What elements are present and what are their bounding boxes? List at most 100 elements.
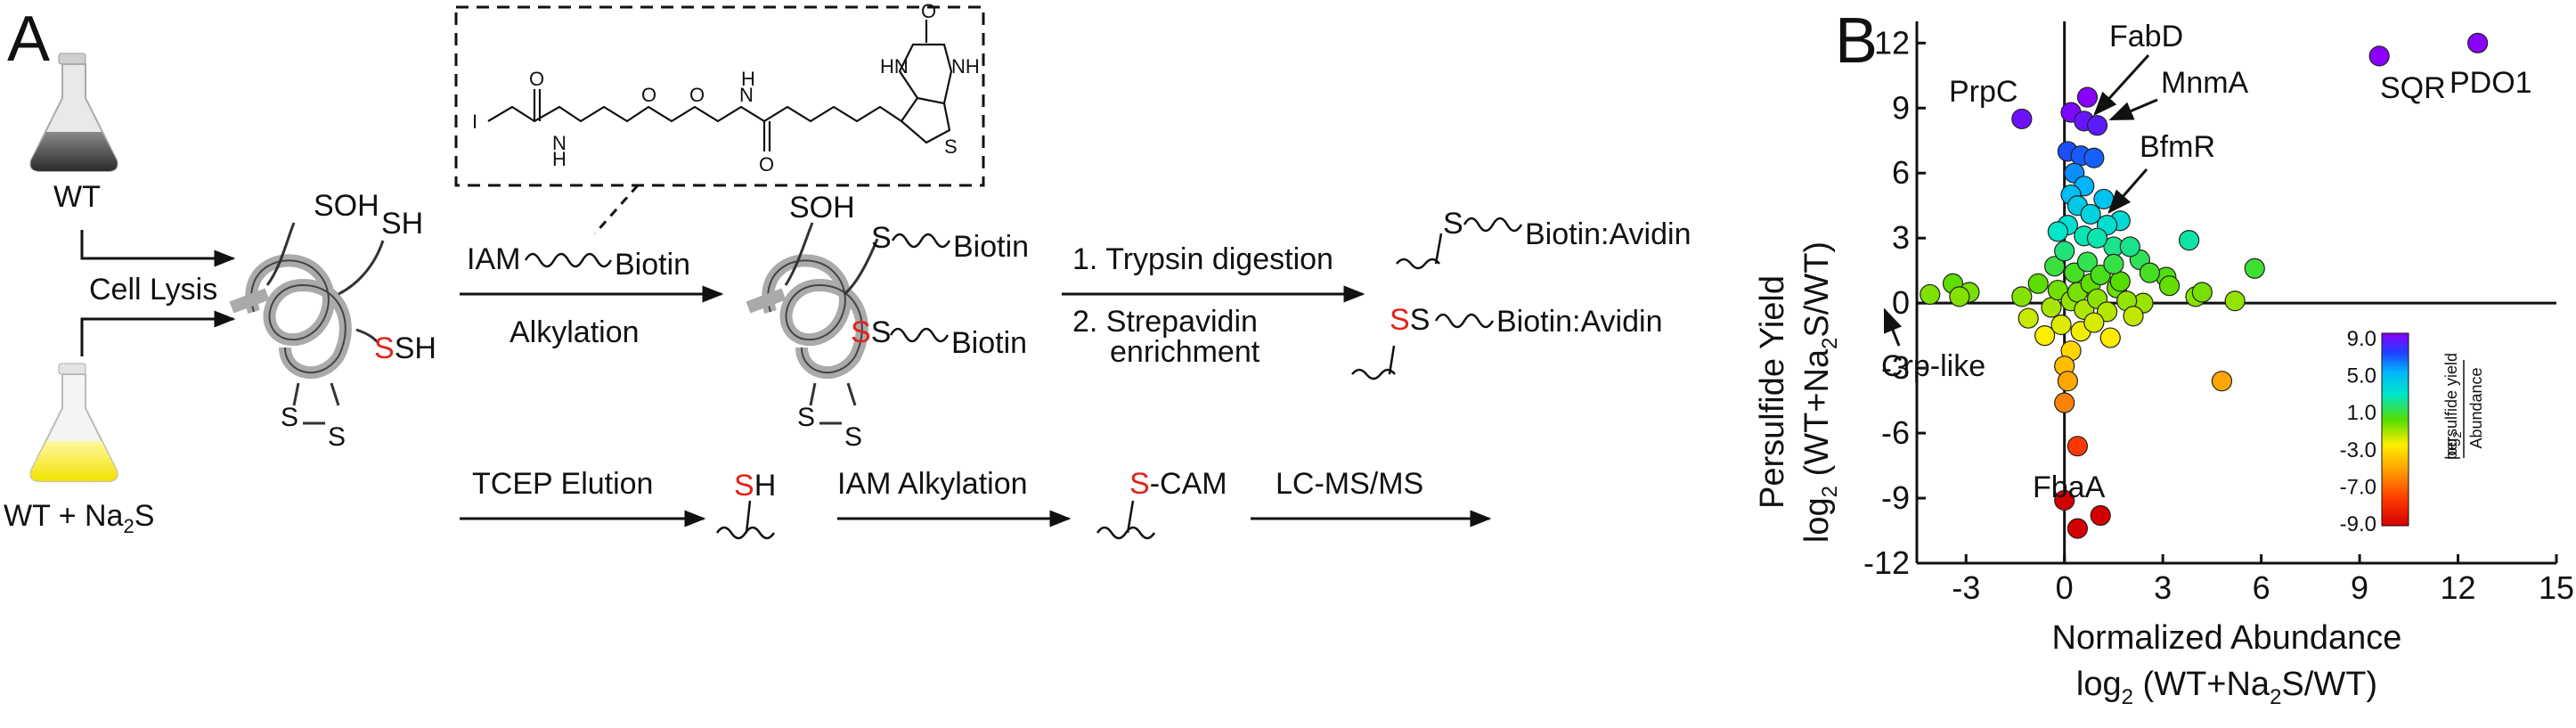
x-tick-label: 6 [2253,569,2270,606]
colorbar-tick-label: 1.0 [2347,401,2376,425]
protein1-ss-left: S [281,403,298,432]
peptide1-backbone-icon [1396,233,1443,270]
data-point [2224,290,2246,312]
na2s-flask-icon [29,363,118,482]
protein1-soh: SOH [314,189,379,223]
data-point [2076,251,2099,273]
y-tick-label: 9 [1892,89,1910,126]
data-point [2080,203,2101,225]
x-tick-label: 15 [2539,569,2574,606]
iam-alkylation-label: IAM Alkylation [837,467,1028,501]
iam-biotin-structure-icon [487,20,953,151]
data-point [2034,325,2056,347]
colorbar-tick-label: -3.0 [2340,438,2376,462]
data-point [2191,282,2213,303]
data-point [2054,241,2075,262]
annotation-fbaa: FbaA [2033,470,2106,504]
x-tick-label: 3 [2154,569,2172,606]
biotin-wave-2-icon [889,327,950,343]
arrow-bfmr [2107,168,2148,215]
data-point [2086,227,2108,249]
data-point [2109,271,2131,292]
peptide1-s: S [1443,207,1463,241]
svg-text:NH: NH [951,55,980,78]
y-axis-title-line2: log2 (WT+Na2S/WT) [1798,241,1842,543]
probe-callout-line [593,184,640,234]
data-point [2018,307,2039,329]
peptide2-linker-icon [1434,313,1495,329]
y-tick-label: -12 [1863,544,1910,581]
peptide2-tag: Biotin:Avidin [1496,305,1663,339]
data-point [2179,230,2200,251]
protein2-biotin2: Biotin [951,326,1027,360]
svg-text:Abundance: Abundance [2467,367,2485,448]
wt-label: WT [53,180,101,214]
data-point [2011,108,2033,130]
colorbar-ticks: 9.05.01.0-3.0-7.0-9.0 [2340,327,2376,536]
data-point [2054,392,2075,413]
linker-wave-icon [524,252,613,268]
arrow-fabd [2093,53,2150,116]
y-tick-label: 3 [1892,219,1910,256]
data-point [2083,312,2105,333]
probe-structure-box [454,5,985,187]
step-trypsin: 1. Trypsin digestion [1072,242,1333,276]
x-tick-label: 9 [2351,569,2368,606]
data-point [2027,273,2049,294]
x-axis-title-line1: Normalized Abundance [2052,619,2402,657]
panel-a-schematic: A WT WT + Na2S Cell Lysis SOH SH SSH S S [4,0,1692,540]
data-point [2103,253,2124,274]
data-point [2467,32,2489,53]
svg-text:O: O [529,68,544,90]
svg-text:H: H [552,148,567,170]
svg-text:O: O [921,0,936,22]
annotation-mnma: MnmA [2161,66,2249,100]
svg-text:persulfide yield: persulfide yield [2442,353,2460,460]
plot-frame [1915,21,2556,565]
data-point [2119,236,2140,258]
annotation-prpc: PrpC [1949,75,2018,109]
alkylation-label: Alkylation [509,315,640,349]
y-axis-title-line1: Persulfide Yield [1754,275,1791,509]
svg-text:O: O [759,153,774,176]
protein2-ss-left: S [797,403,815,432]
data-point [2123,306,2144,327]
colorbar-tick-label: -7.0 [2340,475,2376,499]
labeled-protein-coil-icon [746,222,879,425]
protein-coil-icon [229,222,385,425]
step-strepavidin: 2. Strepavidin [1072,305,1258,339]
colorbar-tick-label: 9.0 [2347,327,2376,351]
iam-biotin-label: Biotin [615,248,690,282]
y-tick-label: -9 [1881,479,1910,516]
y-tick-label: 0 [1892,284,1910,321]
cell-lysis-label: Cell Lysis [89,273,217,307]
data-point [2041,297,2062,318]
annotation-sqr: SQR [2380,71,2446,105]
data-point [2244,258,2265,279]
protein1-ss-right: S [328,422,346,452]
data-point [2057,371,2078,392]
x-tick-label: -3 [1952,569,1980,606]
data-point [2090,504,2111,527]
y-axis-title: Persulfide Yield log2 (WT+Na2S/WT) [1754,241,1842,543]
lcms-label: LC-MS/MS [1276,467,1423,501]
protein2-ss-right: S [844,422,862,452]
cam-peptide-icon [1096,500,1156,540]
data-point [2093,188,2115,210]
annotation-bfmr: BfmR [2140,130,2215,164]
data-point [2083,147,2105,168]
data-point [1920,283,1941,306]
colorbar-tick-label: 5.0 [2347,364,2376,389]
protein2-biotin1: Biotin [953,230,1029,264]
svg-text:H: H [741,68,755,90]
wt-flask-icon [29,53,118,172]
svg-text:HN: HN [880,55,909,78]
data-point [2139,262,2161,283]
data-point [2050,314,2072,336]
annotation-fabd: FabD [2109,20,2183,53]
arrow-mnma [2108,98,2158,121]
svg-text:I: I [472,110,477,133]
annotation-pdo1: PDO1 [2450,66,2532,100]
